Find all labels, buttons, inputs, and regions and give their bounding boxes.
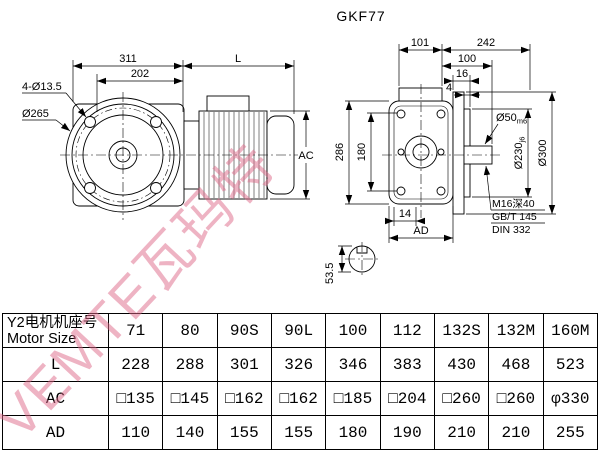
value-cell: 383 [379, 347, 435, 382]
terminal-box [206, 95, 250, 112]
center-bore [404, 135, 438, 169]
size-cell: 100 [325, 313, 381, 348]
dim-spigot-dia: Ø230j6 [513, 137, 527, 170]
size-cell: 90S [216, 313, 272, 348]
value-cell: 210 [433, 415, 490, 450]
dim-AC: AC [298, 150, 313, 162]
motor-size-header-cell: Y2电机机座号 Motor Size [2, 313, 109, 348]
size-cell: 132S [433, 313, 490, 348]
spigot-dia-value: Ø230 [513, 142, 525, 169]
dim-shaft-dia: Ø50m6 [496, 112, 527, 126]
dim-AD: AD [413, 225, 428, 237]
dim-101: 101 [411, 37, 429, 49]
side-view [348, 87, 493, 273]
housing-bolt [396, 109, 406, 119]
dim-311: 311 [119, 53, 137, 65]
dim-4: 4 [446, 82, 452, 94]
shaft-fit: m6 [517, 117, 527, 126]
motor-size-header-en: Motor Size [7, 330, 77, 347]
size-cell: 112 [379, 313, 435, 348]
drawing-title: GKF77 [336, 8, 385, 24]
side-view-dimensions [338, 44, 556, 273]
dim-180: 180 [356, 143, 368, 161]
row-label-AC: AC [2, 381, 109, 416]
value-cell: 155 [270, 415, 327, 450]
size-cell: 160M [542, 313, 599, 348]
value-cell: 190 [379, 415, 435, 450]
shaft-dia-value: Ø50 [496, 112, 517, 124]
front-view [65, 95, 295, 213]
dim-53-5: 53.5 [324, 263, 336, 284]
bolt-hole [150, 182, 162, 194]
value-cell: 430 [433, 347, 490, 382]
value-cell: 326 [270, 347, 327, 382]
size-cell: 80 [162, 313, 218, 348]
dim-flange-dia: Ø265 [22, 108, 49, 120]
dim-242: 242 [477, 37, 495, 49]
size-cell: 132M [488, 313, 544, 348]
table-row-sizes: Y2电机机座号 Motor Size 71 80 90S 90L 100 112… [2, 313, 599, 348]
motor-size-header-cn: Y2电机机座号 [7, 314, 98, 331]
value-cell: □260 [433, 381, 490, 416]
front-view-dimensions [22, 60, 310, 200]
extension-lines [72, 60, 295, 114]
row-label-L: L [2, 347, 109, 382]
shaft-keyway [356, 247, 368, 254]
dim-flange-od: Ø300 [537, 140, 549, 167]
value-cell: 155 [216, 415, 272, 450]
output-flange [452, 91, 465, 215]
technical-drawing: GKF77 311 L 202 4-Ø13.5 Ø265 [22, 8, 556, 284]
bolt-hole [150, 116, 162, 128]
value-cell: 255 [542, 415, 599, 450]
dim-202: 202 [131, 68, 149, 80]
value-cell: 288 [162, 347, 218, 382]
value-cell: □162 [270, 381, 327, 416]
dim-bolt-holes: 4-Ø13.5 [22, 81, 62, 93]
bolt-hole [84, 116, 96, 128]
input-flange-edge [398, 87, 443, 102]
extension-lines [398, 44, 531, 90]
dim-14: 14 [399, 208, 411, 220]
value-cell: 301 [216, 347, 272, 382]
value-cell: □145 [162, 381, 218, 416]
table-row-AD: AD 110 140 155 155 180 190 210 210 255 [2, 415, 599, 450]
value-cell: □185 [325, 381, 381, 416]
row-label-AD: AD [2, 415, 109, 450]
bolt-hole [84, 182, 96, 194]
note-din-standard: DIN 332 [492, 224, 531, 236]
value-cell: 210 [488, 415, 544, 450]
note-gbt-standard: GB/T 145 [492, 211, 537, 223]
dim-L: L [235, 53, 241, 65]
motor-size-table: Y2电机机座号 Motor Size 71 80 90S 90L 100 112… [2, 313, 599, 450]
size-cell: 71 [107, 313, 164, 348]
size-cell: 90L [270, 313, 327, 348]
value-cell: 180 [325, 415, 381, 450]
value-cell: □260 [488, 381, 544, 416]
value-cell: □162 [216, 381, 272, 416]
value-cell: 140 [162, 415, 218, 450]
value-cell: □135 [107, 381, 164, 416]
value-cell: □204 [379, 381, 435, 416]
spigot-fit: j6 [518, 137, 527, 144]
dim-100: 100 [458, 53, 476, 65]
dim-16: 16 [456, 68, 468, 80]
table-row-AC: AC □135 □145 □162 □162 □185 □204 □260 □2… [2, 381, 599, 416]
housing-bolt [436, 109, 446, 119]
table-row-L: L 228 288 301 326 346 383 430 468 523 [2, 347, 599, 382]
value-cell: 110 [107, 415, 164, 450]
value-cell: 346 [325, 347, 381, 382]
housing-bolt [436, 186, 446, 196]
dim-286: 286 [334, 143, 346, 161]
value-cell: 523 [542, 347, 599, 382]
value-cell: 468 [488, 347, 544, 382]
front-view-centerlines [60, 92, 298, 220]
note-thread: M16深40 [492, 198, 535, 210]
value-cell: φ330 [542, 381, 599, 416]
side-view-centerlines [345, 84, 502, 276]
value-cell: 228 [107, 347, 164, 382]
